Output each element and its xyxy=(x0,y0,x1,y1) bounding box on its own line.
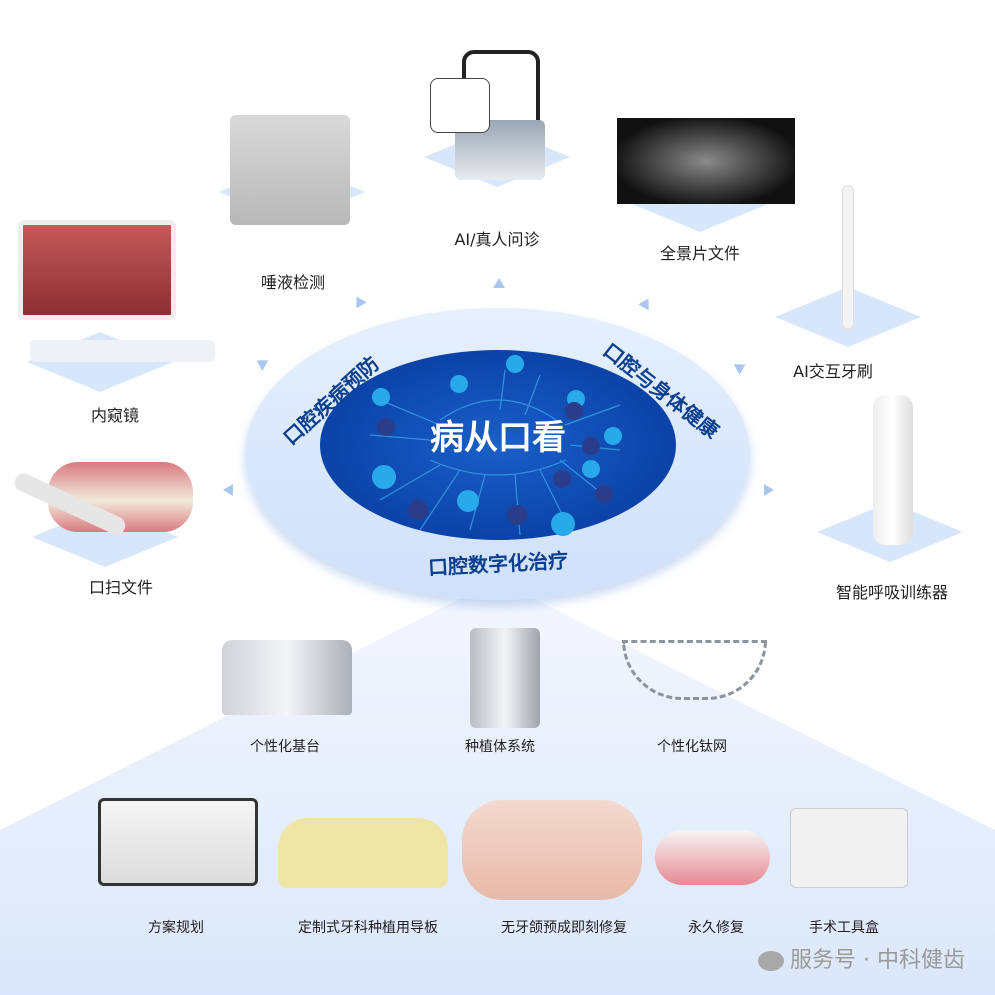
permanent-restoration-image xyxy=(655,830,770,885)
implant-system-image xyxy=(470,628,540,728)
arrow-icon xyxy=(638,295,654,311)
play-icon xyxy=(408,500,428,520)
music-icon xyxy=(565,402,583,420)
surgical-guide-image xyxy=(278,818,448,888)
map-icon xyxy=(595,485,613,503)
arrow-icon xyxy=(764,484,774,496)
inner-ellipse xyxy=(320,350,676,540)
label-saliva-test: 唾液检测 xyxy=(260,273,326,292)
label-implant-system: 种植体系统 xyxy=(465,739,535,755)
eye-icon xyxy=(457,490,479,512)
pyramid-background xyxy=(0,580,995,995)
label-plan: 方案规划 xyxy=(148,920,204,936)
arrow-icon xyxy=(253,355,269,371)
planning-software-image xyxy=(98,798,258,886)
watermark: 服务号 · 中科健齿 xyxy=(758,942,965,974)
center-title: 病从口看 xyxy=(430,418,566,458)
endoscope-stand-image xyxy=(30,340,215,362)
lock-icon xyxy=(551,512,575,536)
label-ai-toothbrush: AI交互牙刷 xyxy=(793,362,873,381)
service-icon xyxy=(377,418,395,436)
panoramic-xray-image xyxy=(617,118,795,204)
surgical-toolbox-image xyxy=(790,808,908,888)
arrow-icon xyxy=(733,359,749,375)
chart-icon xyxy=(506,355,524,373)
endoscope-monitor-image xyxy=(18,220,176,320)
label-surgical-guide: 定制式牙科种植用导板 xyxy=(298,920,438,936)
phone-icon xyxy=(507,505,527,525)
heart-icon xyxy=(604,427,622,445)
label-permanent: 永久修复 xyxy=(688,920,744,936)
label-panoramic: 全景片文件 xyxy=(659,244,741,263)
service-icon xyxy=(372,388,390,406)
saliva-test-kit-image xyxy=(230,115,350,225)
document-icon xyxy=(372,465,396,489)
breathing-trainer-image xyxy=(873,395,913,545)
camera-icon xyxy=(582,460,600,478)
arrow-icon xyxy=(493,278,505,288)
user-icon xyxy=(582,437,600,455)
edentulous-restoration-image xyxy=(462,800,642,900)
label-abutment: 个性化基台 xyxy=(250,739,320,755)
watermark-text: 服务号 · 中科健齿 xyxy=(790,948,965,973)
wechat-icon xyxy=(758,951,785,971)
gear-icon xyxy=(553,470,571,488)
label-breathing-trainer: 智能呼吸训练器 xyxy=(835,583,949,602)
chat-bubble-image xyxy=(430,78,490,133)
arrow-icon xyxy=(223,484,233,496)
label-ai-consultation: AI/真人问诊 xyxy=(454,230,540,249)
label-endoscope: 内窥镜 xyxy=(90,406,140,425)
toothbrush-image xyxy=(842,185,854,330)
label-toolbox: 手术工具盒 xyxy=(809,920,879,936)
chat-icon xyxy=(450,375,468,393)
arrow-icon xyxy=(351,293,367,309)
label-edentulous: 无牙颌预成即刻修复 xyxy=(501,920,627,936)
abutment-image xyxy=(222,640,352,715)
label-titanium-mesh: 个性化钛网 xyxy=(657,739,727,755)
label-intraoral-scan: 口扫文件 xyxy=(88,578,154,597)
